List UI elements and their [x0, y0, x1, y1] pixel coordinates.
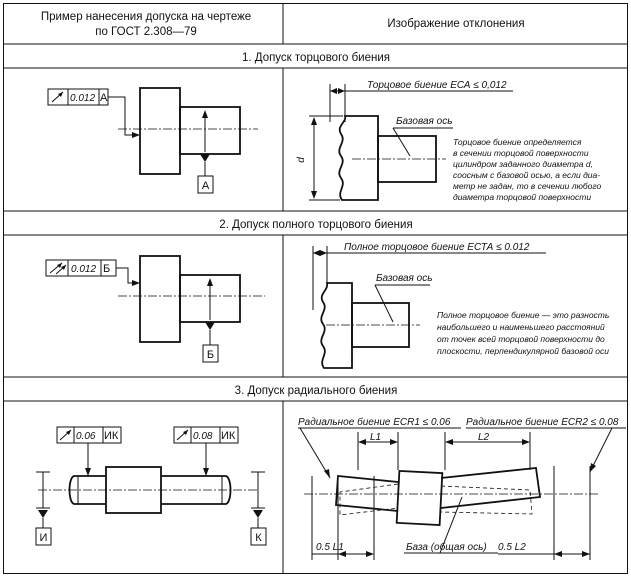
section1-deviation-drawing: Торцовое биение ЕСА ≤ 0,012 Базовая ось …: [296, 79, 601, 202]
section3-frame2-base: ИК: [221, 430, 236, 442]
section3-base-common: База (общая ось): [406, 541, 487, 553]
header-right: Изображение отклонения: [387, 18, 524, 30]
section3-frame1-value: 0.06: [76, 431, 96, 442]
section1-datum-letter: А: [202, 180, 210, 192]
section1-desc-line1: Торцовое биение определяется: [453, 137, 582, 147]
section2-datum-box: [202, 344, 219, 363]
section1-desc-line3: цилиндром заданного диаметра d,: [453, 159, 593, 169]
section3-frame2-value: 0.08: [193, 431, 213, 442]
section1-frame-value: 0.012: [70, 93, 95, 104]
section2-frame-value: 0.012: [71, 264, 96, 275]
section1-tolerance-frame: 0.012 А: [47, 88, 140, 138]
section1-desc-line4: соосным с базовой осью, а если диа-: [453, 170, 600, 180]
datum-triangle-icon: [253, 510, 263, 518]
section3-half-l2: 0.5 L2: [498, 542, 526, 553]
section3-half-l1: 0.5 L1: [316, 542, 344, 553]
section3-label-r1: Радиальное биение ЕСR1 ≤ 0.06: [298, 416, 451, 428]
section3-datum2: К: [255, 532, 262, 544]
section2-deviation-drawing: Полное торцовое биение ЕСТА ≤ 0.012 Базо…: [312, 241, 609, 369]
section2-tolerance-frame: 0.012 Б: [45, 259, 140, 286]
section1-title: 1. Допуск торцового биения: [242, 52, 390, 64]
section3-tolerance-frame-1: 0.06 ИК: [56, 426, 122, 476]
table-grid: [3, 3, 628, 574]
datum-triangle-icon: [205, 322, 215, 330]
section1-datum-box: [197, 175, 214, 194]
section2-example-drawing: 0.012 Б Б: [45, 255, 265, 363]
datum-triangle-icon: [200, 154, 210, 162]
section2-base-axis-label: Базовая ось: [376, 273, 432, 284]
section1-dim-label: d: [296, 157, 307, 163]
section3-l1: L1: [370, 432, 381, 443]
section1-desc-line5: метр не задан, то в сечении любого: [453, 181, 601, 191]
leader-line: [116, 267, 140, 284]
section3-tolerance-frame-2: 0.08 ИК: [173, 426, 239, 476]
section3-datum1: И: [40, 532, 48, 544]
section2-desc-line2: наибольшего и наименьшего расстояний: [437, 322, 605, 332]
section2-title: 2. Допуск полного торцового биения: [219, 219, 412, 231]
section1-desc-line6: диаметра торцовой поверхности: [453, 192, 591, 202]
section3-l2: L2: [478, 432, 490, 443]
section2-frame-base: Б: [103, 263, 110, 275]
section3-example-drawing: 0.06 ИК 0.08 ИК И К: [35, 426, 267, 546]
section2-deviation-label: Полное торцовое биение ЕСТА ≤ 0.012: [344, 241, 530, 253]
section3-title: 3. Допуск радиального биения: [235, 385, 398, 397]
section3-deviation-drawing: Радиальное биение ЕСR1 ≤ 0.06 Радиальное…: [298, 416, 626, 560]
header-left-line2: по ГОСТ 2.308—79: [95, 26, 197, 38]
section1-deviation-label: Торцовое биение ЕСА ≤ 0,012: [367, 79, 507, 91]
section3-datum1-box: [35, 527, 52, 546]
datum-triangle-icon: [38, 510, 48, 518]
section3-label-r2: Радиальное биение ЕСR2 ≤ 0.08: [466, 416, 619, 428]
section1-base-axis-label: Базовая ось: [396, 116, 452, 127]
section1-desc-line2: в сечении торцовой поверхности: [453, 148, 589, 158]
section1-frame-base: А: [100, 92, 108, 104]
section3-frame1-base: ИК: [104, 430, 119, 442]
table-border: [3, 3, 628, 574]
section2-desc-line3: от точек всей торцовой поверхности до: [437, 334, 605, 344]
section3-datum2-box: [250, 527, 267, 546]
section2-desc-line1: Полное торцовое биение — это разность: [437, 310, 609, 320]
section1-example-drawing: 0.012 А А: [47, 87, 258, 194]
section2-desc-line4: плоскости, перпендикулярной базовой оси: [437, 346, 609, 356]
section2-datum-letter: Б: [207, 349, 214, 361]
header-left-line1: Пример нанесения допуска на чертеже: [41, 11, 251, 23]
